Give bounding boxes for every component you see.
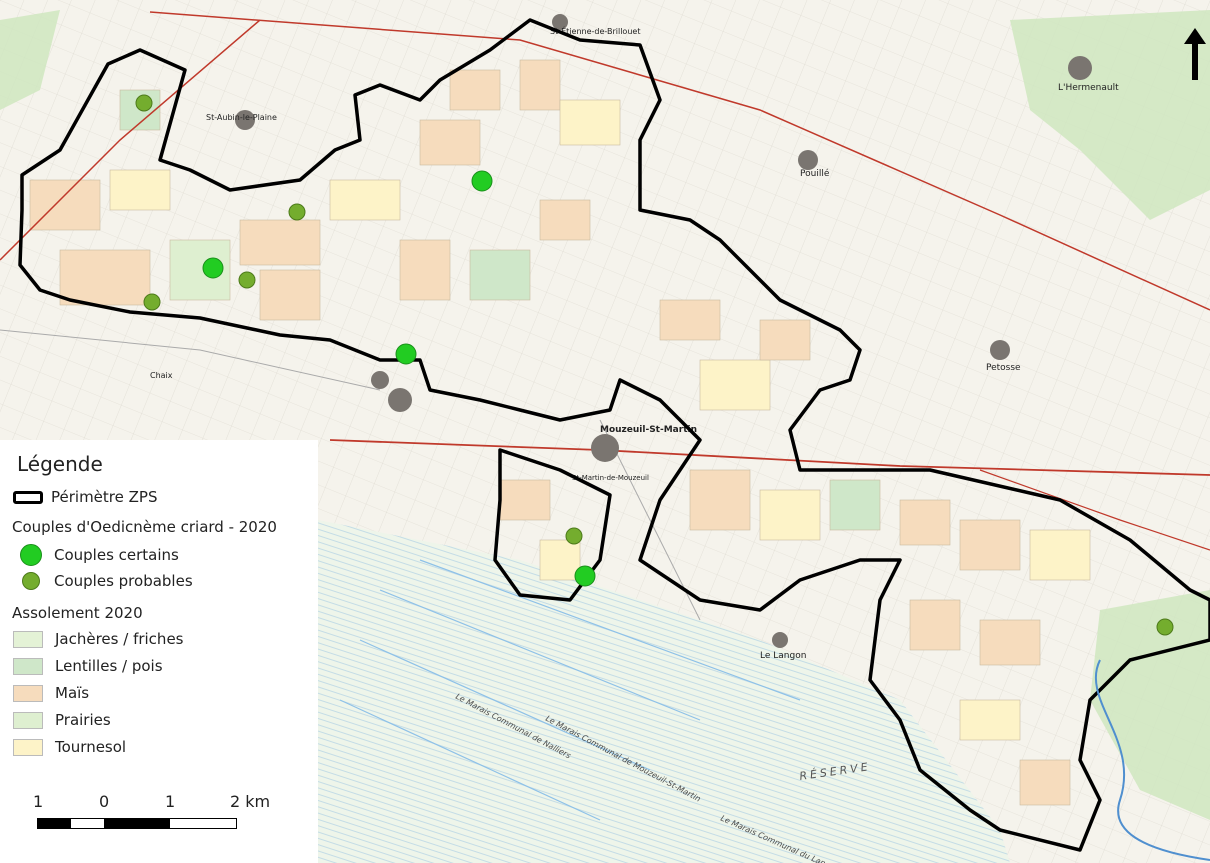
legend-item-probable: Couples probables — [22, 572, 193, 590]
legend-item-label: Couples certains — [54, 546, 179, 564]
lentilles-swatch-icon — [13, 657, 43, 675]
jacheres-swatch-icon — [13, 630, 43, 648]
couple-probable-point[interactable] — [288, 203, 306, 221]
probable-dot-icon — [22, 572, 40, 590]
zps-perimeter — [18, 18, 1210, 852]
place-label: Le Langon — [760, 651, 806, 661]
legend-item-prairies: Prairies — [13, 711, 111, 729]
couple-probable-point[interactable] — [143, 293, 161, 311]
scale-label: 2 km — [230, 792, 271, 811]
couple-probable-point[interactable] — [565, 527, 583, 545]
couples-points — [135, 94, 1174, 636]
legend-item-perimeter: Périmètre ZPS — [13, 488, 157, 506]
legend-section-assolement: Assolement 2020 — [12, 604, 143, 622]
legend-item-label: Maïs — [55, 684, 90, 702]
legend-item-label: Lentilles / pois — [55, 657, 163, 675]
scale-label: 1 — [33, 792, 44, 811]
couple-certain-point[interactable] — [471, 170, 493, 192]
roads — [0, 11, 1210, 621]
place-label: Mouzeuil-St-Martin — [600, 425, 697, 435]
scale-label: 0 — [99, 792, 110, 811]
place-label: St-Martin-de-Mouzeuil — [572, 474, 649, 482]
couple-probable-point[interactable] — [238, 271, 256, 289]
certain-dot-icon — [20, 544, 42, 566]
map-legend: Légende Périmètre ZPS Couples d'Oedicnèm… — [0, 440, 318, 863]
place-label: L'Hermenault — [1058, 83, 1119, 93]
legend-item-label: Couples probables — [54, 572, 193, 590]
perimeter-symbol-icon — [13, 490, 43, 504]
legend-item-label: Périmètre ZPS — [51, 488, 158, 506]
north-arrow-icon — [1184, 28, 1206, 80]
legend-item-label: Jachères / friches — [55, 630, 184, 648]
legend-item-label: Prairies — [55, 711, 111, 729]
prairies-swatch-icon — [13, 711, 43, 729]
villages — [235, 14, 1092, 648]
marsh-area — [318, 520, 1010, 863]
place-label: Pouillé — [800, 168, 830, 179]
legend-item-label: Tournesol — [55, 738, 127, 756]
scale-bar — [37, 818, 237, 829]
legend-item-jacheres: Jachères / friches — [13, 630, 183, 648]
legend-section-couples: Couples d'Oedicnème criard - 2020 — [12, 518, 277, 536]
couple-certain-point[interactable] — [574, 565, 596, 587]
legend-title: Légende — [17, 452, 103, 476]
tournesol-swatch-icon — [13, 738, 43, 756]
couple-certain-point[interactable] — [202, 257, 224, 279]
legend-item-lentilles: Lentilles / pois — [13, 657, 163, 675]
place-label: St-Étienne-de-Brillouet — [550, 25, 640, 36]
place-label: St-Aubin-le-Plaine — [206, 113, 277, 122]
river — [1094, 659, 1210, 861]
couple-certain-point[interactable] — [395, 343, 417, 365]
legend-item-tournesol: Tournesol — [13, 738, 126, 756]
couple-probable-point[interactable] — [135, 94, 153, 112]
couple-probable-point[interactable] — [1156, 618, 1174, 636]
crop-parcels — [29, 59, 1091, 806]
legend-item-mais: Maïs — [13, 684, 89, 702]
mais-swatch-icon — [13, 684, 43, 702]
scale-label: 1 — [165, 792, 176, 811]
legend-item-certain: Couples certains — [20, 544, 179, 566]
place-label: Chaix — [150, 371, 173, 380]
place-label: Petosse — [986, 363, 1021, 373]
